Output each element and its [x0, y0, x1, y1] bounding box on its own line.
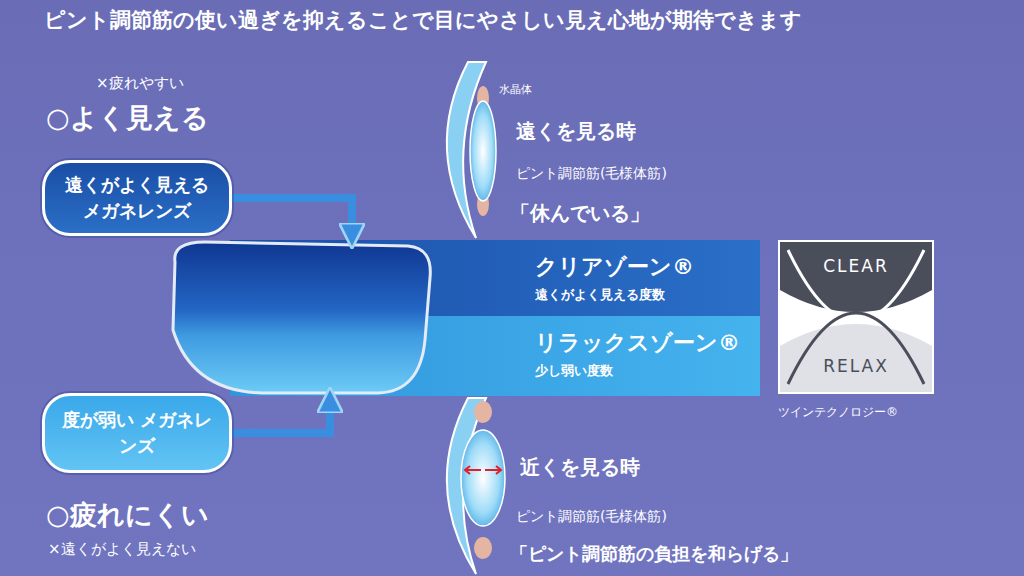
logo-text: CLEAR — [780, 256, 932, 276]
label: ○よく見える — [46, 100, 209, 136]
zone-note: 少し弱い度数 — [535, 362, 750, 380]
eye-near — [447, 398, 505, 574]
title: ピント調節筋の使い過ぎを抑えることで目にやさしい見え心地が期待できます — [44, 6, 802, 34]
label: 近くを見る時 — [520, 454, 640, 481]
label: ×疲れやすい — [96, 74, 184, 93]
logo-text: RELAX — [780, 356, 932, 376]
label: 「休んでいる」 — [510, 200, 650, 227]
label: ピント調節筋(毛様体筋) — [516, 508, 667, 526]
lens-box: 遠くがよく見える メガネレンズ — [42, 160, 232, 236]
lens-box: 度が弱い メガネレンズ — [42, 393, 232, 473]
label: 「ピント調節筋の負担を和らげる」 — [510, 542, 798, 566]
zone-band: クリアゾーン® 遠くがよく見える度数 — [230, 240, 760, 316]
zone-name: クリアゾーン® — [535, 252, 750, 282]
arrow-connector — [232, 198, 352, 236]
eye-far — [447, 62, 496, 238]
zone-band: リラックスゾーン® 少し弱い度数 — [230, 316, 760, 396]
box-text: 遠くがよく見える メガネレンズ — [57, 172, 217, 224]
label: 水晶体 — [499, 82, 532, 97]
label: ○疲れにくい — [46, 497, 209, 533]
logo-text: ツインテクノロジー® — [778, 404, 898, 421]
glasses-lens — [173, 242, 430, 393]
label: 遠くを見る時 — [516, 118, 636, 145]
logo-box: CLEARRELAXツインテクノロジー® — [778, 240, 934, 394]
arrow-connector — [232, 400, 330, 433]
zone-note: 遠くがよく見える度数 — [535, 286, 750, 304]
label: ピント調節筋(毛様体筋) — [516, 165, 667, 183]
box-text: 度が弱い メガネレンズ — [57, 407, 217, 459]
zone-name: リラックスゾーン® — [535, 328, 750, 358]
label: ×遠くがよく見えない — [48, 540, 196, 559]
